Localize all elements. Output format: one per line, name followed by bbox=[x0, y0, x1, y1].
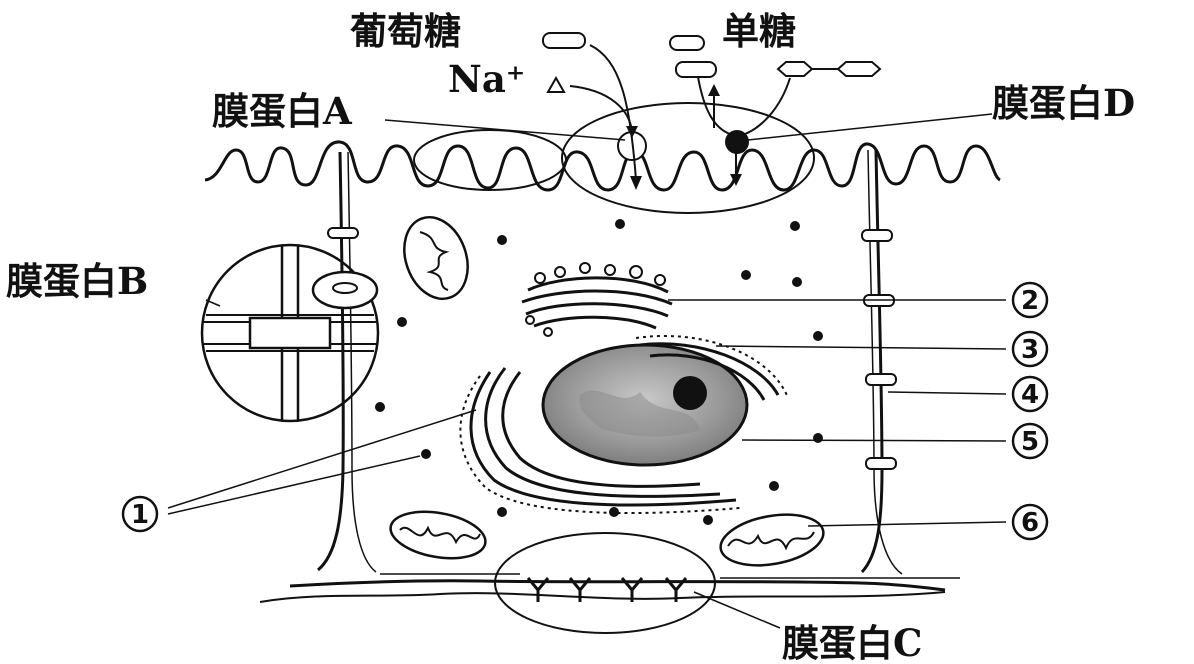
marker-1: 1 bbox=[123, 497, 157, 531]
marker-5: 5 bbox=[1013, 424, 1047, 458]
svg-text:4: 4 bbox=[1021, 380, 1039, 410]
svg-text:2: 2 bbox=[1021, 286, 1039, 316]
marker-3: 3 bbox=[1013, 332, 1047, 366]
apical-zoom-circle bbox=[562, 103, 814, 213]
svg-text:6: 6 bbox=[1021, 508, 1039, 538]
mitochondrion-bottom-left bbox=[387, 505, 489, 565]
label-glucose: 葡萄糖 bbox=[350, 9, 461, 53]
disaccharide-molecule bbox=[778, 62, 812, 76]
label-monosaccharide: 单糖 bbox=[722, 9, 796, 53]
basal-membrane bbox=[290, 581, 945, 590]
svg-text:1: 1 bbox=[131, 500, 149, 530]
label-protein-d: 膜蛋白D bbox=[992, 81, 1135, 125]
glucose-molecule bbox=[543, 33, 585, 48]
label-protein-c: 膜蛋白C bbox=[782, 621, 922, 664]
left-membrane bbox=[318, 152, 343, 570]
svg-text:3: 3 bbox=[1021, 335, 1039, 365]
svg-text:5: 5 bbox=[1021, 427, 1039, 457]
label-protein-a: 膜蛋白A bbox=[212, 89, 353, 133]
nucleolus bbox=[673, 376, 707, 410]
marker-4: 4 bbox=[1013, 377, 1047, 411]
protein-a-circle bbox=[414, 130, 566, 190]
golgi-apparatus bbox=[522, 263, 672, 336]
apical-membrane bbox=[205, 142, 1000, 190]
mitochondrion-bottom-right bbox=[717, 507, 828, 572]
protein-b-junction bbox=[250, 318, 330, 348]
sodium-triangle bbox=[548, 78, 564, 92]
label-protein-b: 膜蛋白B bbox=[6, 259, 148, 303]
marker-6: 6 bbox=[1013, 505, 1047, 539]
marker-2: 2 bbox=[1013, 283, 1047, 317]
monosaccharide-molecule bbox=[670, 36, 704, 50]
label-sodium: Na⁺ bbox=[448, 57, 525, 101]
mitochondrion-top bbox=[393, 208, 478, 307]
